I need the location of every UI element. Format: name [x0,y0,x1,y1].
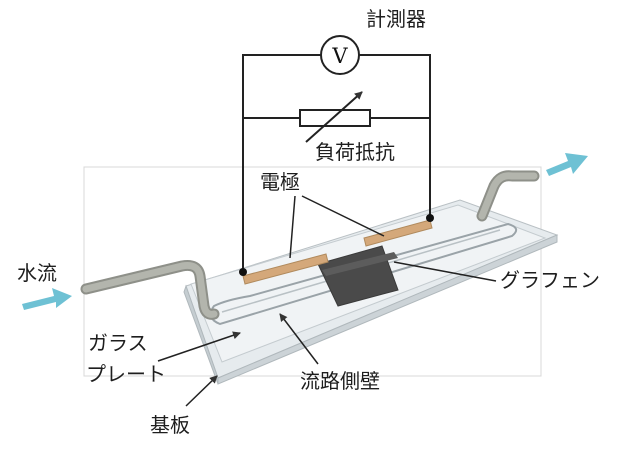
water-outlet-tube-core [478,172,538,220]
electrode-leader-right [301,195,385,237]
graphene-label: グラフェン [500,268,600,292]
voltmeter-symbol: V [331,44,348,68]
variable-resistor-arrow [305,91,363,143]
channel-wall-leader [279,313,319,365]
voltmeter-circle [320,35,360,75]
terminal-right [426,214,434,222]
water-flow-label: 水流 [17,261,57,285]
graphene-sheet-band [322,252,398,276]
substrate-front [217,234,558,385]
substrate-leader [185,375,218,407]
electrode-right [363,219,433,247]
electrode-label: 電極 [260,170,300,194]
substrate-label: 基板 [150,413,190,437]
glass-plate-label-line2: プレート [86,362,166,386]
water-flow-out-arrow [546,153,588,176]
electrode-leader-left [289,195,296,259]
glass-plate-label-line1: ガラス [88,331,148,355]
load-resistor-label: 負荷抵抗 [315,140,395,164]
electrode-left [242,253,329,285]
glass-plate-leader [157,331,241,362]
background-frame [83,166,542,377]
graphene-leader [393,261,497,282]
terminal-left [239,268,247,276]
channel-wall-label: 流路側壁 [300,369,380,393]
water-flow-in-arrow [22,288,72,310]
water-inlet-tube-core [82,262,218,318]
load-resistor [299,109,371,127]
meter-label: 計測器 [366,7,426,31]
